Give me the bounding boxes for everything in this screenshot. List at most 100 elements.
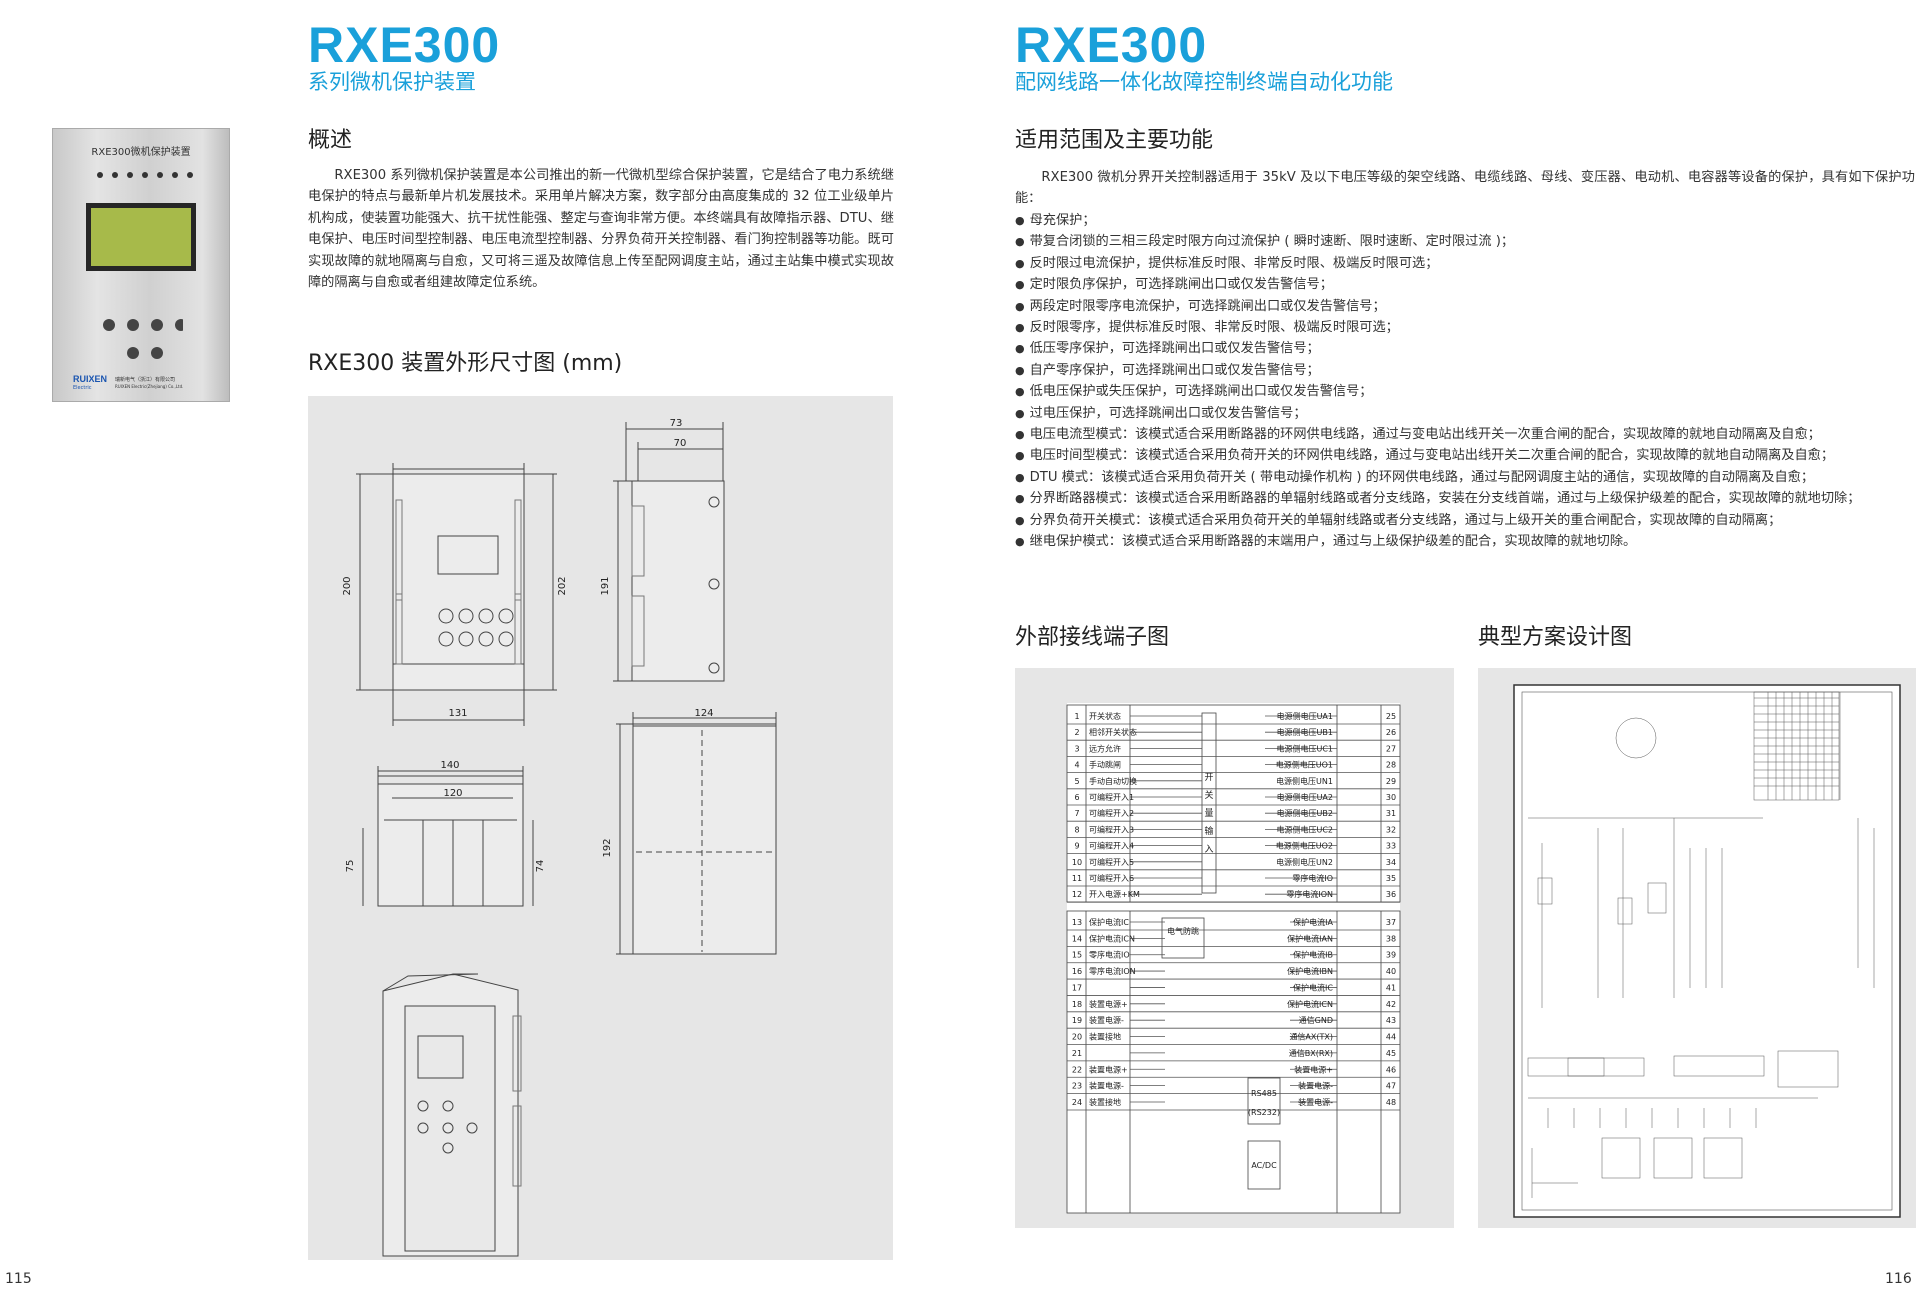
terminal-label: 电源侧电压UN2	[1276, 857, 1333, 867]
overview-text: RXE300 系列微机保护装置是本公司推出的新一代微机型综合保护装置，它是结合了…	[308, 168, 894, 291]
design-diagram-panel	[1478, 668, 1916, 1228]
dimension-drawing-panel: 131 200 202 73 70 191 140 120 75 74 124 …	[308, 396, 893, 1260]
scope-heading: 适用范围及主要功能	[1015, 128, 1214, 153]
terminal-number: 14	[1072, 934, 1082, 943]
terminal-label: 手动自动切换	[1089, 776, 1137, 786]
terminal-label: 保护电流ICN	[1287, 999, 1333, 1009]
terminal-label: 装置电源-	[1298, 1097, 1333, 1107]
feature-item: 反时限过电流保护，提供标准反时限、非常反时限、极端反时限可选；	[1015, 253, 1915, 274]
terminal-label: 可编程开入3	[1089, 824, 1134, 834]
terminal-number: 29	[1386, 777, 1396, 786]
terminal-number: 26	[1386, 728, 1396, 737]
terminal-label: 装置电源+	[1294, 1064, 1333, 1074]
feature-item: 反时限零序，提供标准反时限、非常反时限、极端反时限可选；	[1015, 317, 1915, 338]
terminal-number: 7	[1074, 809, 1079, 818]
design-diagram	[1513, 684, 1901, 1218]
terminal-label: 保护电流IBN	[1287, 966, 1333, 976]
left-model-title: RXE300	[308, 17, 501, 73]
feature-item: 自产零序保护，可选择跳闸出口或仅发告警信号；	[1015, 360, 1915, 381]
feature-list: 母充保护；带复合闭锁的三相三段定时限方向过流保护 ( 瞬时速断、限时速断、定时限…	[1015, 210, 1915, 553]
switch-label-3: 量	[1204, 808, 1213, 819]
device-brand: RUIXEN	[73, 374, 108, 384]
dim-top-width2: 120	[443, 788, 462, 799]
terminal-label: 零序电流ION	[1286, 889, 1333, 899]
terminal-number: 15	[1072, 951, 1082, 960]
left-subtitle: 系列微机保护装置	[308, 70, 476, 94]
terminal-number: 13	[1072, 918, 1082, 927]
dim-side-top1: 73	[670, 418, 683, 429]
terminal-number: 4	[1074, 761, 1079, 770]
terminal-label: 保护电流IC	[1293, 982, 1333, 992]
terminal-number: 46	[1386, 1065, 1396, 1074]
dimension-heading: RXE300 装置外形尺寸图 (mm)	[308, 351, 623, 376]
dim-top-h2: 74	[535, 860, 546, 873]
terminal-label: 零序电流IO	[1089, 950, 1130, 960]
terminal-number: 27	[1386, 744, 1396, 753]
terminal-number: 43	[1386, 1016, 1396, 1025]
terminal-number: 24	[1072, 1098, 1082, 1107]
switch-label-1: 开	[1204, 772, 1213, 783]
device-brand-sub: Electric	[73, 385, 92, 391]
terminal-number: 48	[1386, 1098, 1396, 1107]
terminal-label: 可编程开入6	[1089, 873, 1134, 883]
terminal-number: 8	[1074, 825, 1079, 834]
switch-label-4: 输	[1204, 825, 1213, 837]
terminal-label: 装置电源+	[1089, 999, 1128, 1009]
terminal-number: 30	[1386, 793, 1396, 802]
terminal-number: 11	[1072, 874, 1082, 883]
acdc-label: AC/DC	[1251, 1161, 1277, 1170]
terminal-number: 38	[1386, 934, 1396, 943]
rs485-label: RS485	[1251, 1089, 1277, 1098]
terminal-number: 9	[1074, 842, 1079, 851]
terminal-number: 42	[1386, 1000, 1396, 1009]
dimension-drawing: 131 200 202 73 70 191 140 120 75 74 124 …	[342, 418, 777, 1257]
terminal-number: 22	[1072, 1065, 1082, 1074]
terminal-label: 开入电源+KM	[1089, 889, 1140, 899]
terminal-number: 35	[1386, 874, 1396, 883]
feature-item: 低压零序保护，可选择跳闸出口或仅发告警信号；	[1015, 338, 1915, 359]
terminal-label: 电源侧电压UO2	[1276, 841, 1333, 851]
terminal-number: 10	[1072, 858, 1082, 867]
dim-side-height: 191	[600, 576, 611, 595]
terminal-label: 通信GND	[1299, 1015, 1333, 1025]
terminal-number: 5	[1074, 777, 1079, 786]
feature-item: 继电保护模式：该模式适合采用断路器的末端用户，通过与上级保护级差的配合，实现故障…	[1015, 531, 1915, 552]
feature-item: 低电压保护或失压保护，可选择跳闸出口或仅发告警信号；	[1015, 381, 1915, 402]
dim-top-width1: 140	[440, 760, 459, 771]
terminal-label: 保护电流IAN	[1287, 933, 1333, 943]
terminal-number: 25	[1386, 712, 1396, 721]
terminal-label: 开关状态	[1089, 711, 1121, 721]
terminal-number: 36	[1386, 890, 1396, 899]
terminal-label: 电源侧电压UC1	[1276, 743, 1333, 753]
terminal-label: 保护电流IA	[1293, 917, 1333, 927]
terminal-label: 相邻开关状态	[1089, 727, 1137, 737]
terminal-number: 28	[1386, 761, 1396, 770]
terminal-number: 34	[1386, 858, 1396, 867]
terminal-number: 19	[1072, 1016, 1082, 1025]
terminal-label: 保护电流IC	[1089, 917, 1129, 927]
terminal-label: 保护电流ICN	[1089, 933, 1135, 943]
terminal-label: 远方允许	[1089, 743, 1121, 753]
terminal-number: 44	[1386, 1033, 1396, 1042]
terminal-label: 可编程开入4	[1089, 841, 1134, 851]
device-company: 瑞新电气（浙江）有限公司	[115, 377, 176, 383]
feature-item: 电压电流型模式：该模式适合采用断路器的环网供电线路，通过与变电站出线开关一次重合…	[1015, 424, 1915, 445]
terminal-number: 17	[1072, 983, 1082, 992]
terminal-label: 装置接地	[1089, 1097, 1121, 1107]
feature-item: 电压时间型模式：该模式适合采用负荷开关的环网供电线路，通过与变电站出线开关二次重…	[1015, 445, 1915, 466]
feature-item: DTU 模式：该模式适合采用负荷开关 ( 带电动操作机构 ) 的环网供电线路，通…	[1015, 467, 1915, 488]
left-page-number: 115	[5, 1271, 32, 1287]
terminal-label: 电源侧电压UB2	[1277, 808, 1333, 818]
terminal-number: 37	[1386, 918, 1396, 927]
feature-item: 过电压保护，可选择跳闸出口或仅发告警信号；	[1015, 403, 1915, 424]
elec-label: 电气防跳	[1167, 926, 1199, 936]
terminal-label: 手动跳闸	[1089, 760, 1121, 770]
right-model-title: RXE300	[1015, 17, 1208, 73]
terminal-number: 2	[1074, 728, 1079, 737]
terminal-label: 零序电流ION	[1089, 966, 1136, 976]
terminal-number: 18	[1072, 1000, 1082, 1009]
terminal-number: 41	[1386, 983, 1396, 992]
terminal-label: 电源侧电压UC2	[1276, 824, 1333, 834]
terminal-number: 20	[1072, 1033, 1082, 1042]
feature-item: 分界负荷开关模式：该模式适合采用负荷开关的单辐射线路或者分支线路，通过与上级开关…	[1015, 510, 1915, 531]
